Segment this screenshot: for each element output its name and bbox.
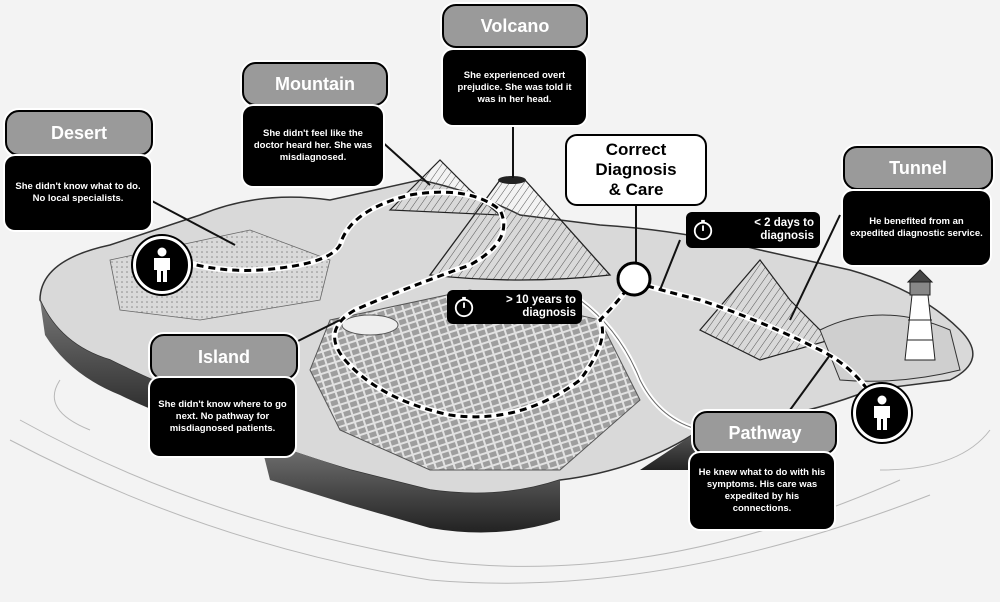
water-ripples [9,379,991,584]
cliff-south [260,440,560,533]
mountain-label: Mountain [242,62,388,106]
desert-label: Desert [5,110,153,156]
mountain-description: She didn't feel like the doctor heard he… [243,106,383,186]
volcano-crater [498,176,526,184]
tunnel-description: He benefited from an expedited diagnosti… [843,191,990,265]
target-circle-icon [616,261,652,297]
volcano-label: Volcano [442,4,588,48]
lake [341,314,399,336]
long-timer-line-1: > 10 years to [505,294,576,306]
goal-line-1: Correct [605,140,667,159]
lighthouse [904,269,936,361]
long-timer-line-2: diagnosis [522,307,576,319]
goal-line-3: & Care [608,180,664,199]
short-timer-line-1: < 2 days to [754,217,814,229]
island-description: She didn't know where to go next. No pat… [150,378,295,456]
pathway-description: He knew what to do with his symptoms. Hi… [690,453,834,529]
patient-start-west [133,236,191,294]
person-icon [874,395,890,430]
stopwatch-icon [693,219,713,241]
tunnel-terrain [699,259,832,361]
pathway-label: Pathway [693,411,837,455]
volcano-terrain [428,179,612,281]
goal-box: Correct Diagnosis & Care [565,134,707,206]
callout-connectors [149,125,841,411]
patient-start-east [853,384,911,442]
desert-description: She didn't know what to do. No local spe… [5,156,151,230]
volcano-description: She experienced overt prejudice. She was… [443,50,586,125]
short-timer-line-2: diagnosis [760,230,814,242]
island-label: Island [150,334,298,380]
person-icon [154,247,170,282]
short-diagnosis-timer: < 2 days to diagnosis [686,212,820,248]
long-diagnosis-timer: > 10 years to diagnosis [447,290,582,324]
long-journey-path [184,189,635,420]
stopwatch-icon [454,296,474,318]
mountain-terrain [388,159,502,216]
short-journey-path [633,279,883,412]
goal-line-2: Diagnosis [595,160,677,179]
tunnel-label: Tunnel [843,146,993,190]
